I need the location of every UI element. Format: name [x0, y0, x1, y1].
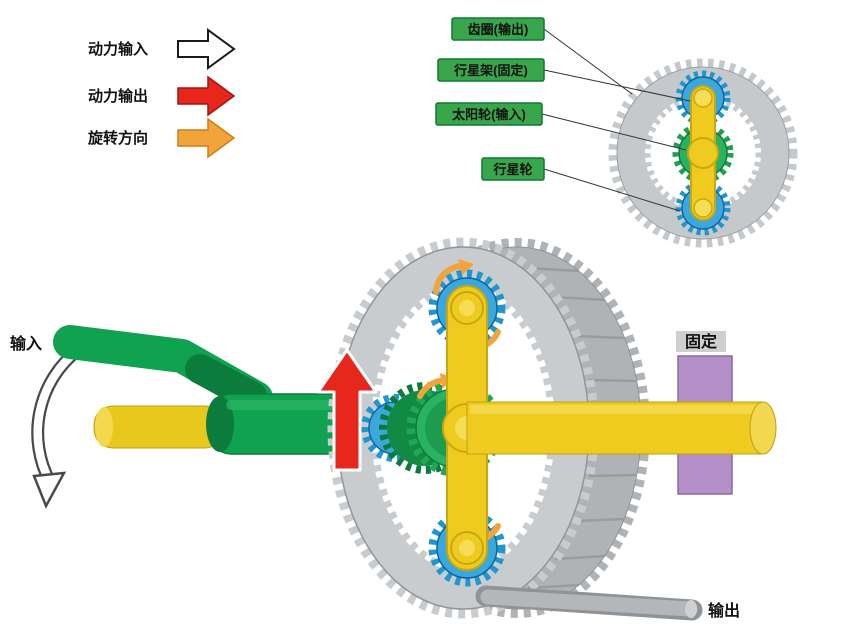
svg-text:行星轮: 行星轮: [492, 162, 532, 177]
fixed-label-bg: [676, 331, 726, 352]
power-arrow-red: [316, 348, 378, 472]
input-label: 输入: [10, 334, 42, 353]
legend: 动力输入 动力输出 旋转方向: [87, 28, 236, 159]
svg-text:行星架(固定): 行星架(固定): [453, 63, 528, 78]
callout-line-carrier: [543, 69, 691, 102]
legend-label-rotation-direction: 旋转方向: [87, 129, 148, 147]
callout-line-planet: [543, 168, 681, 212]
legend-label-power-input: 动力输入: [88, 40, 148, 58]
input-lever-green: [53, 325, 273, 415]
power-input-arrow-icon: [177, 28, 236, 70]
callout-line-ring: [543, 28, 633, 95]
main-shaft-yellow: [466, 401, 777, 455]
callout-line-sun: [541, 113, 687, 151]
carrier-axle-bottom-cross: [693, 198, 713, 218]
input-housing-green: [206, 393, 357, 455]
legend-label-power-output: 动力输出: [88, 87, 148, 105]
ring-gear-teeth-cross: [608, 58, 798, 248]
input-rotation-arrow-white: [31, 343, 85, 509]
output-shaft: [475, 585, 703, 621]
callout-ring-gear: 齿圈(输出): [451, 17, 545, 41]
callout-planet-carrier: 行星架(固定): [437, 58, 545, 82]
cross-section-view: 齿圈(输出) 行星架(固定) 太阳轮(输入) 行星轮: [435, 17, 798, 248]
input-shaft-yellow: [93, 405, 225, 449]
callout-planet-gear: 行星轮: [481, 157, 545, 181]
rotation-direction-arrow-icon: [177, 117, 236, 159]
planet-carrier-cross: [687, 85, 719, 221]
carrier-hub-cross: [687, 137, 719, 169]
power-output-arrow-icon: [177, 75, 236, 117]
svg-text:齿圈(输出): 齿圈(输出): [468, 22, 529, 37]
carrier-axle-top-cross: [693, 88, 713, 108]
main-view: 固定 输出 输入: [10, 237, 777, 621]
output-label: 输出: [708, 601, 740, 620]
svg-text:太阳轮(输入): 太阳轮(输入): [451, 107, 526, 122]
callout-sun-gear: 太阳轮(输入): [435, 102, 543, 126]
fixed-label: 固定: [685, 332, 717, 351]
